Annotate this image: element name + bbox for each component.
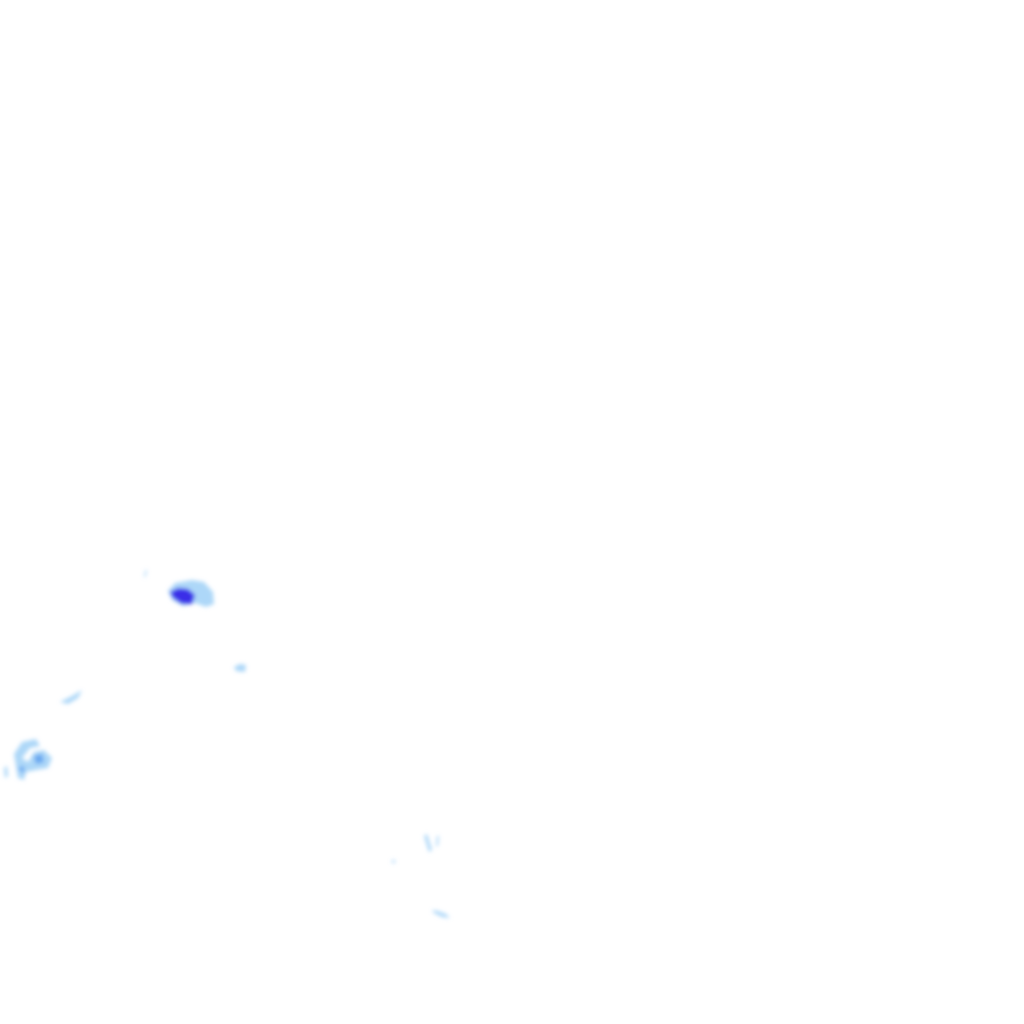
precip-cell-southwest bbox=[4, 739, 52, 780]
precip-cell-tiny-1 bbox=[144, 569, 147, 578]
precip-speck-2 bbox=[432, 910, 450, 918]
precip-cell-streak bbox=[60, 690, 82, 704]
precip-streak-2 bbox=[424, 834, 432, 852]
precip-cell-small-1 bbox=[234, 664, 246, 672]
precip-speck-1 bbox=[392, 860, 395, 863]
precip-streak-3 bbox=[436, 836, 439, 846]
precip-cell-main bbox=[168, 580, 214, 607]
